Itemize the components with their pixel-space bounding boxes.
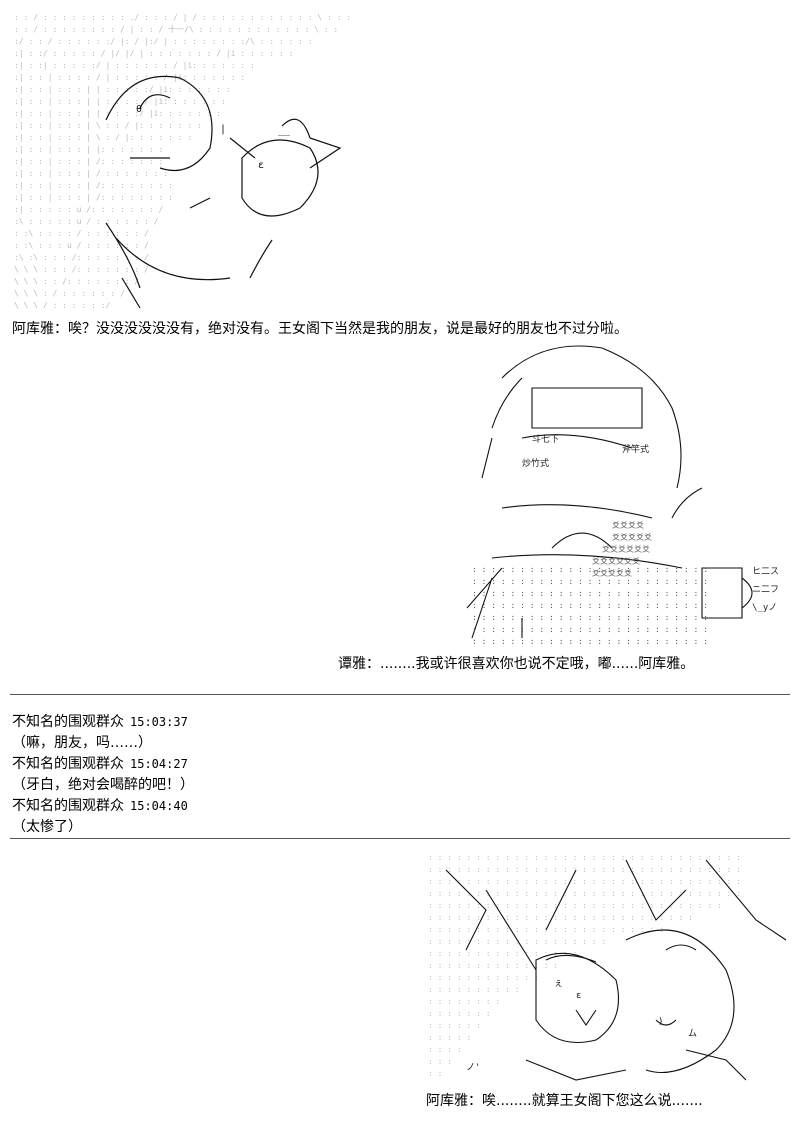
chat-log: 不知名的围观群众 15:03:37 （嘛，朋友，吗……） 不知名的围观群众 15:0… [12,712,772,838]
svg-text:: :\ : : : :: : :\ : : : : / : : : : : : / [14,229,149,238]
chat-time: 15:04:40 [130,799,188,813]
svg-text:: : : : : : : : :: : : : : : : : : : : [428,985,520,994]
svg-text::| : : | : : : |: :| : : | : : : | / : : : : : : : [14,169,168,178]
svg-text:: : : : : : : : : :: : : : : : : : : : : : : [428,973,539,982]
svg-text::\ : : : : : u: :\ : : : : : u / : : : : : : / [14,217,159,226]
ascii-art-lines-1: : : / : : : : : : : : : ./ : : : / | / :… [14,13,351,310]
svg-text:: : : : :: : : : : : [428,1033,471,1042]
svg-text:\ \ \ :: \ \ \ : / : : : : : : / [14,289,125,298]
chat-author: 不知名的围观群众 [12,714,124,730]
chat-message: （太惨了） [12,819,82,835]
svg-text:: : : : : : : : : : : : : : :: : : : : : : : : : : : : : : : : : : : : … [472,637,708,646]
art-text-kanji-1: 斗七下 [532,435,560,445]
svg-text::| : : | : : : |: :| : : | : : : | \ : / |: : : : : : : [14,133,192,142]
svg-text:ノ': ノ' [466,1063,480,1073]
art-text-kanji-2: 斧竿式 [622,445,650,455]
svg-text:爻爻爻爻爻爻: 爻爻爻爻爻爻 [592,557,640,566]
svg-text::| : : : : : u: :| : : : : : u /: : : : : : : / [14,205,163,214]
svg-text:ε: ε [258,160,264,171]
svg-text:: : : : : : :: : : : : : : : [428,1009,491,1018]
art-text-side-2: ニ二フ [752,585,780,595]
svg-text:: : : : : : : : : : : : : : :: : : : : : : : : : : : : : : : : : : : : … [428,853,741,862]
svg-text:): ) [658,1017,663,1027]
svg-text::| : :| : : : : :/: :| : :| : : : : :/ | : : : : : : / |i: :… [14,61,255,70]
divider-top [10,694,790,695]
svg-text:: : : : : : : : : : : : : : :: : : : : : : : : : : : : : : : : : : : : … [472,565,708,574]
svg-text:\ \ \ : : :: \ \ \ : : : /: : : : : : : / [14,265,149,274]
svg-text:ε: ε [576,991,581,1001]
svg-text:爻爻爻爻爻爻: 爻爻爻爻爻爻 [602,545,650,554]
svg-text::| : : | : : : |: :| : : | : : : | /: : : : : : : : [14,193,173,202]
svg-text:__: __ [278,125,291,136]
chat-author: 不知名的围观群众 [12,756,124,772]
panel-2-caption: 谭雅：........我或许很喜欢你也说不定哦，嘟......阿库雅。 [338,656,695,672]
ascii-art-aqua-1: : : / : : : : : : : : : ./ : : : / | / :… [10,8,390,314]
svg-text:θ: θ [136,104,142,115]
ascii-art-lines-3: : : : : : : : : : : : : : : : : : : : : … [428,853,787,1081]
ascii-art-tanya: : : : : : : : : : : : : : : : : : : : : … [462,338,792,650]
svg-text::| : : | : : : |: :| : : | : : : | /: : : : : : : : [14,181,173,190]
svg-text:ぇ: ぇ [554,979,563,989]
chat-time: 15:03:37 [130,715,188,729]
svg-text:: :\ : : : u: : :\ : : : u / : : : : : : / [14,241,149,250]
svg-text:: : :: : : : [428,1057,452,1066]
svg-text:: : : : : :: : : : : : : [428,1021,481,1030]
svg-text:ム: ム [688,1028,697,1039]
chat-message: （牙白，绝对会喝醉的吧！） [12,777,194,793]
svg-text::| : : | : : : |: :| : : | : : : | /: : : : : : : [14,157,163,166]
svg-text::/ : : / : : : : : :/ |: /: :/ : : / : : : : : :/ |: / |:/ | : : : :… [14,37,313,46]
art-text-side-1: ヒ二ス [752,567,780,577]
svg-text:爻爻爻爻: 爻爻爻爻 [612,521,644,530]
ascii-art-lines-2: : : : : : : : : : : : : : : : : : : : : … [466,345,753,646]
ascii-art-aqua-2: : : : : : : : : : : : : : : : : : : : : … [426,850,792,1090]
svg-text:: : : : : : : : : : : : : : :: : : : : : : : : : : : : : : : : : : : : … [428,913,693,922]
chat-message: （嘛，朋友，吗……） [12,735,152,751]
svg-text:: : : : : : : : : : : : : : :: : : : : : : : : : : : : : : : : : : : : … [428,877,741,886]
svg-text:: : : : : : : : : : : : : : :: : : : : : : : : : : : : : : : : : : : : … [472,577,708,586]
svg-text::| : :/ : : : : : / |/: :| : :/ : : : : : / |/ |/ | : : : : : : … [14,49,293,58]
chat-time: 15:04:27 [130,757,188,771]
svg-text:: : : : : : : : : : : : : : :: : : : : : : : : : : : : : : : : : : : : … [428,901,722,910]
chat-entry-header: 不知名的围观群众 15:04:40 [12,796,772,817]
svg-text:|: | [220,124,226,135]
svg-text:爻爻爻爻爻: 爻爻爻爻爻 [592,569,632,578]
art-text-kanji-3: 炒竹式 [522,459,550,469]
svg-text:: :: : : [428,1069,442,1078]
svg-text::| : : | : : : |: :| : : | : : : | |: : : : : : : [14,145,163,154]
svg-text:: : / : : : : : : : : / | : :: : : / : : : : : : : : / | : : / 十一/\ : :… [14,24,338,34]
svg-text::| : : | : : : |: :| : : | : : : | \ : : / |: : : : : : : [14,121,202,130]
svg-text:: : : : : : : : : : : : : : :: : : : : : : : : : : : : : : : : : : : : … [472,601,708,610]
svg-text:爻爻爻爻爻: 爻爻爻爻爻 [612,533,652,542]
chat-entry-header: 不知名的围观群众 15:03:37 [12,712,772,733]
svg-text::| : : | : : : |: :| : : | : : : | | : : : : / |i: : : : :… [14,97,226,106]
svg-text::| : : | : : : |: :| : : | : : : | | : : : :/ |i: : : : : … [14,109,221,118]
svg-text:: : : : : : : : : : : : : : :: : : : : : : : : : : : : : : : : : : : : … [472,625,708,634]
svg-text::\ :\ : : :: :\ :\ : : : /: : : : : : : / [14,253,149,262]
panel-3-caption: 阿库雅：唉........就算王女阁下您这么说....... [426,1093,703,1109]
chat-entry-header: 不知名的围观群众 15:04:27 [12,754,772,775]
svg-text:: : : : : : : : : : : : : : :: : : : : : : : : : : : : : : : : : : : : … [472,589,708,598]
svg-text:\ \ \ : :: \ \ \ : : /: : : : : : : / [14,277,139,286]
svg-text:: : : : : : : :: : : : : : : : : [428,997,500,1006]
divider-bottom [10,838,790,839]
svg-text:\ \ \: \ \ \ / : : : : : :/ [14,301,111,310]
svg-text:: : : :: : : : : [428,1045,462,1054]
svg-text:: : : : : : : : : : : :: : : : : : : : : : : : : : : : : [428,949,577,958]
svg-text:: : : : : : : : : : : : : : :: : : : : : : : : : : : : : : : : : : : : … [428,889,741,898]
svg-text:: : / : : : : : : : : : ./ : :: : : / : : : : : : : : : ./ : : : / | / :… [14,13,351,22]
svg-text:: : : : : : : : : : : : : : :: : : : : : : : : : : : : : : : : : : : : … [472,613,708,622]
chat-author: 不知名的围观群众 [12,798,124,814]
svg-text:: : : : : : : : : : : : : : :: : : : : : : : : : : : : : : : : : : : : … [428,865,741,874]
art-text-side-3: \_yノ [752,603,778,613]
svg-text:: : : : : : : : : : : : : :: : : : : : : : : : : : : : : : : : : : [428,937,606,946]
svg-text::| : : | : : : : /: :| : : | : : : : / | : : : : : / |i: : :… [14,73,245,82]
panel-1-caption: 阿库雅：唉？没没没没没没有，绝对没有。王女阁下当然是我的朋友，说是最好的朋友也不… [12,321,628,337]
svg-text::| : : | : : : |: :| : : | : : : | | : : : : :/ |i: : : : … [14,85,231,94]
svg-text:: : : : : : : : : : :: : : : : : : : : : : : : : : [428,961,558,970]
